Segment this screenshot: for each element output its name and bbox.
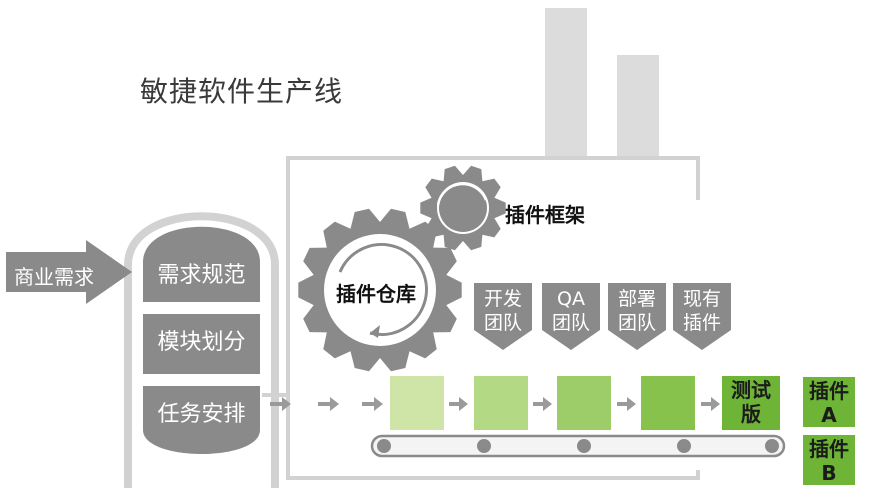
dome-top-label: 需求规范 <box>157 263 246 288</box>
team-label-3: 部署 团队 <box>613 287 661 335</box>
output-box-a <box>803 377 855 427</box>
gear-small <box>420 165 506 251</box>
cycle-arrow-large <box>338 243 428 336</box>
input-arrow <box>6 240 132 304</box>
gear-large <box>298 208 462 372</box>
dome-bottom-label: 任务安排 <box>157 402 246 427</box>
dome-middle <box>143 314 260 374</box>
gear-small-label: 插件框架 <box>505 203 585 227</box>
output-box-b <box>803 435 855 485</box>
process-box-1 <box>390 376 444 430</box>
dome-bottom <box>143 386 260 454</box>
test-box-line: 版 <box>741 402 761 426</box>
chimney-tall <box>545 8 587 158</box>
roller <box>377 439 391 453</box>
test-box <box>722 376 780 430</box>
roller <box>477 439 491 453</box>
roller <box>765 439 779 453</box>
team-label-4: 现有 插件 <box>678 287 726 335</box>
team-label-1: 开发 团队 <box>479 287 527 335</box>
output-line: 插件 <box>809 437 849 461</box>
flow-arrow <box>533 397 552 411</box>
team-label-line: 团队 <box>617 312 656 334</box>
team-shield-2 <box>542 283 600 350</box>
output-a-label: 插件 A <box>803 379 855 427</box>
roller <box>677 439 691 453</box>
flow-arrow <box>318 397 339 411</box>
input-arrow-label: 商业需求 <box>14 265 94 289</box>
team-label-line: 现有 <box>682 288 721 310</box>
gear-large-label: 插件仓库 <box>336 282 416 306</box>
flow-arrow <box>617 397 636 411</box>
flow-arrow <box>701 397 720 411</box>
output-line: A <box>821 403 837 427</box>
team-label-line: 团队 <box>483 312 522 334</box>
team-label-line: 部署 <box>617 288 656 310</box>
team-label-line: 插件 <box>682 312 721 334</box>
cycle-arrow-small <box>436 182 488 206</box>
roller <box>577 439 591 453</box>
flow-arrow <box>270 397 291 411</box>
team-shield-4 <box>673 283 731 350</box>
process-box-4 <box>641 376 695 430</box>
factory-base <box>286 395 700 480</box>
gear-large-hub <box>327 237 433 343</box>
flow-arrows <box>270 397 720 411</box>
flow-arrow <box>449 397 468 411</box>
process-box-2 <box>474 376 528 430</box>
team-label-line: 开发 <box>483 288 522 310</box>
output-line: 插件 <box>809 379 849 403</box>
test-box-line: 测试 <box>731 378 771 402</box>
output-line: B <box>821 461 837 485</box>
conveyor-rollers <box>377 439 779 453</box>
tank-outline <box>124 212 279 488</box>
dome-middle-label: 模块划分 <box>157 330 246 355</box>
cycle-arrow-large-head <box>370 325 380 338</box>
team-label-2: QA 团队 <box>547 287 595 335</box>
team-shield-1 <box>474 283 532 350</box>
dome-top <box>143 226 260 302</box>
flow-arrow <box>362 397 383 411</box>
process-box-3 <box>557 376 611 430</box>
team-shield-3 <box>608 283 666 350</box>
chimney-short <box>617 55 659 158</box>
team-label-line: QA <box>557 288 585 310</box>
team-label-line: 团队 <box>551 312 590 334</box>
gear-small-hub <box>439 184 487 232</box>
factory-outline <box>286 156 700 395</box>
test-box-label: 测试 版 <box>722 378 780 426</box>
output-b-label: 插件 B <box>803 437 855 485</box>
page-title: 敏捷软件生产线 <box>140 75 344 108</box>
